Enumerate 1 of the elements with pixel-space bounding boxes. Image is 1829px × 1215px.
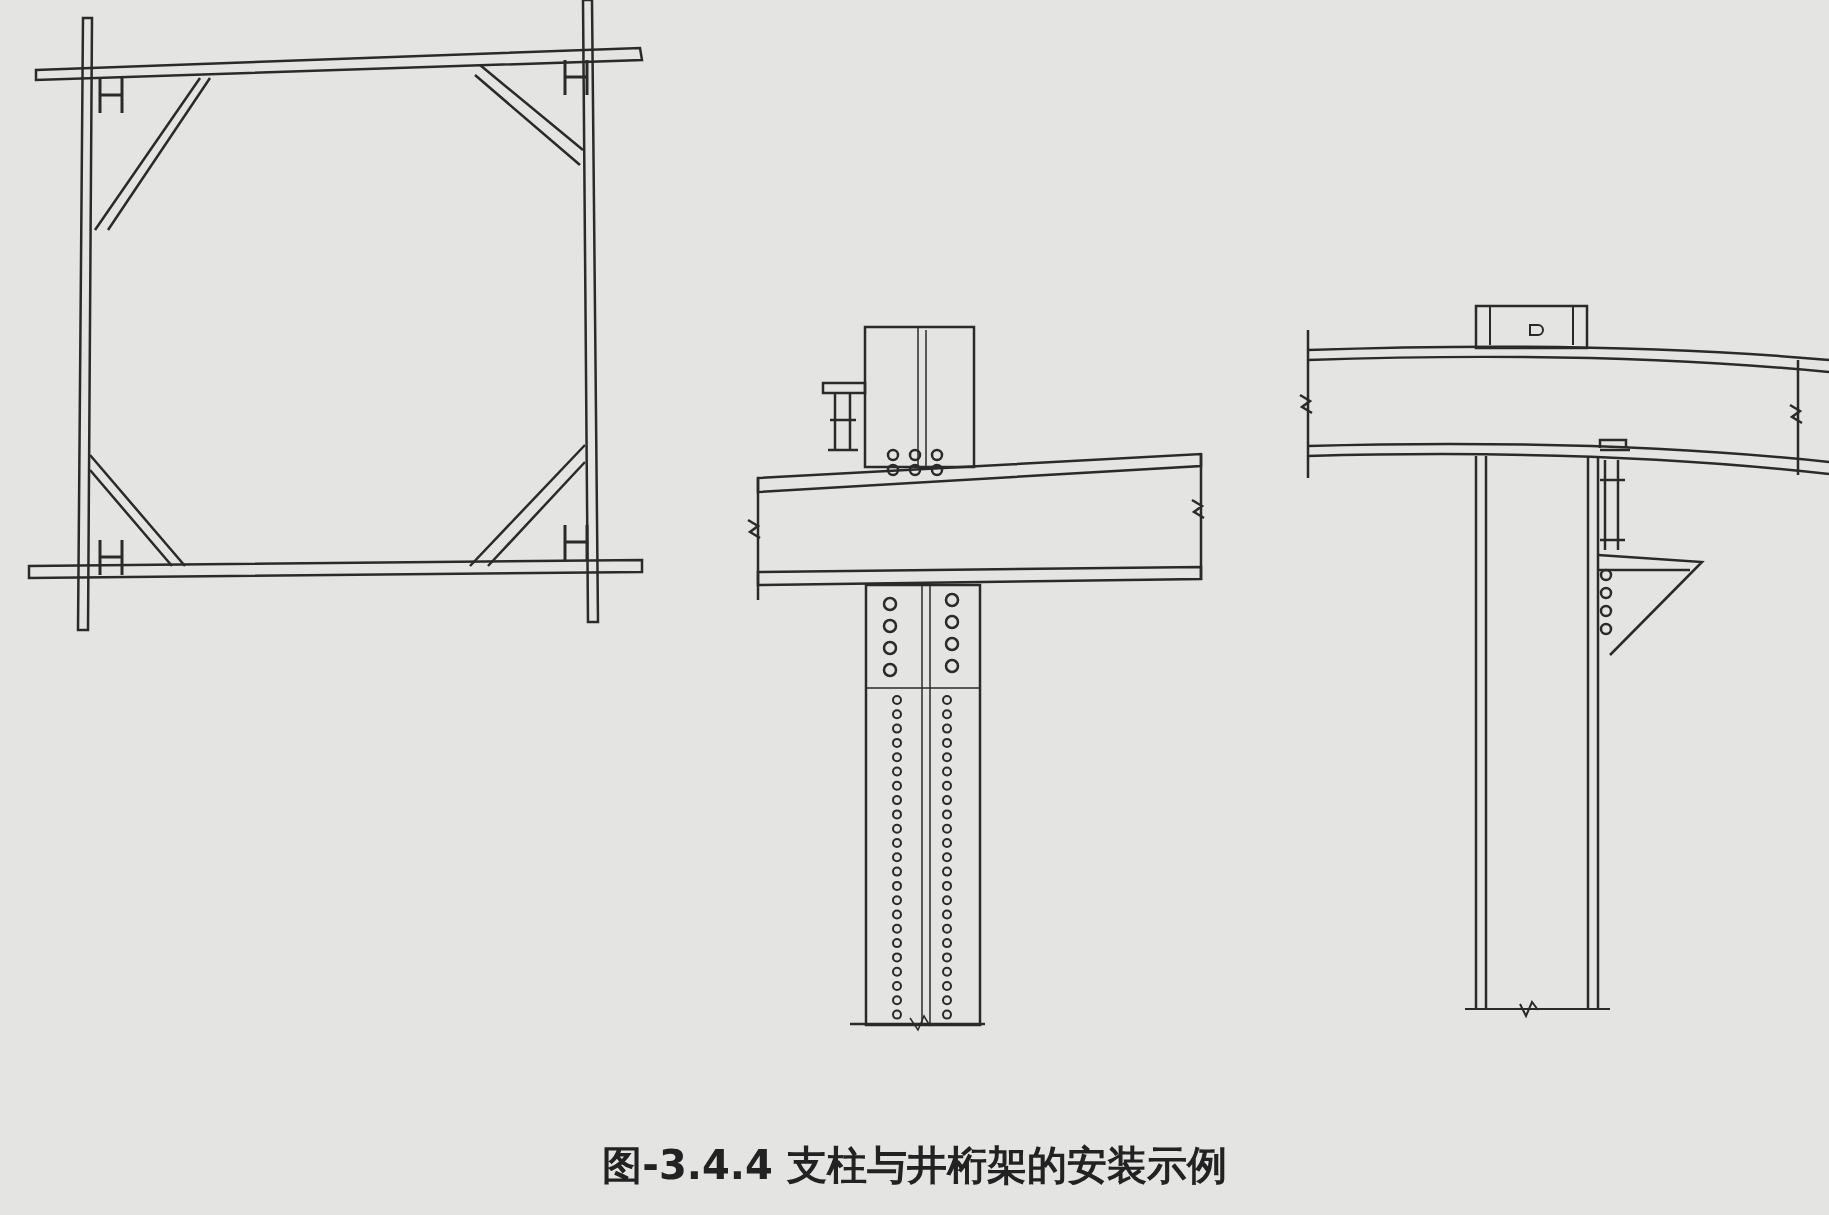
figure-caption: 图-3.4.4 支柱与井桁架的安装示例 [602, 1142, 1227, 1188]
